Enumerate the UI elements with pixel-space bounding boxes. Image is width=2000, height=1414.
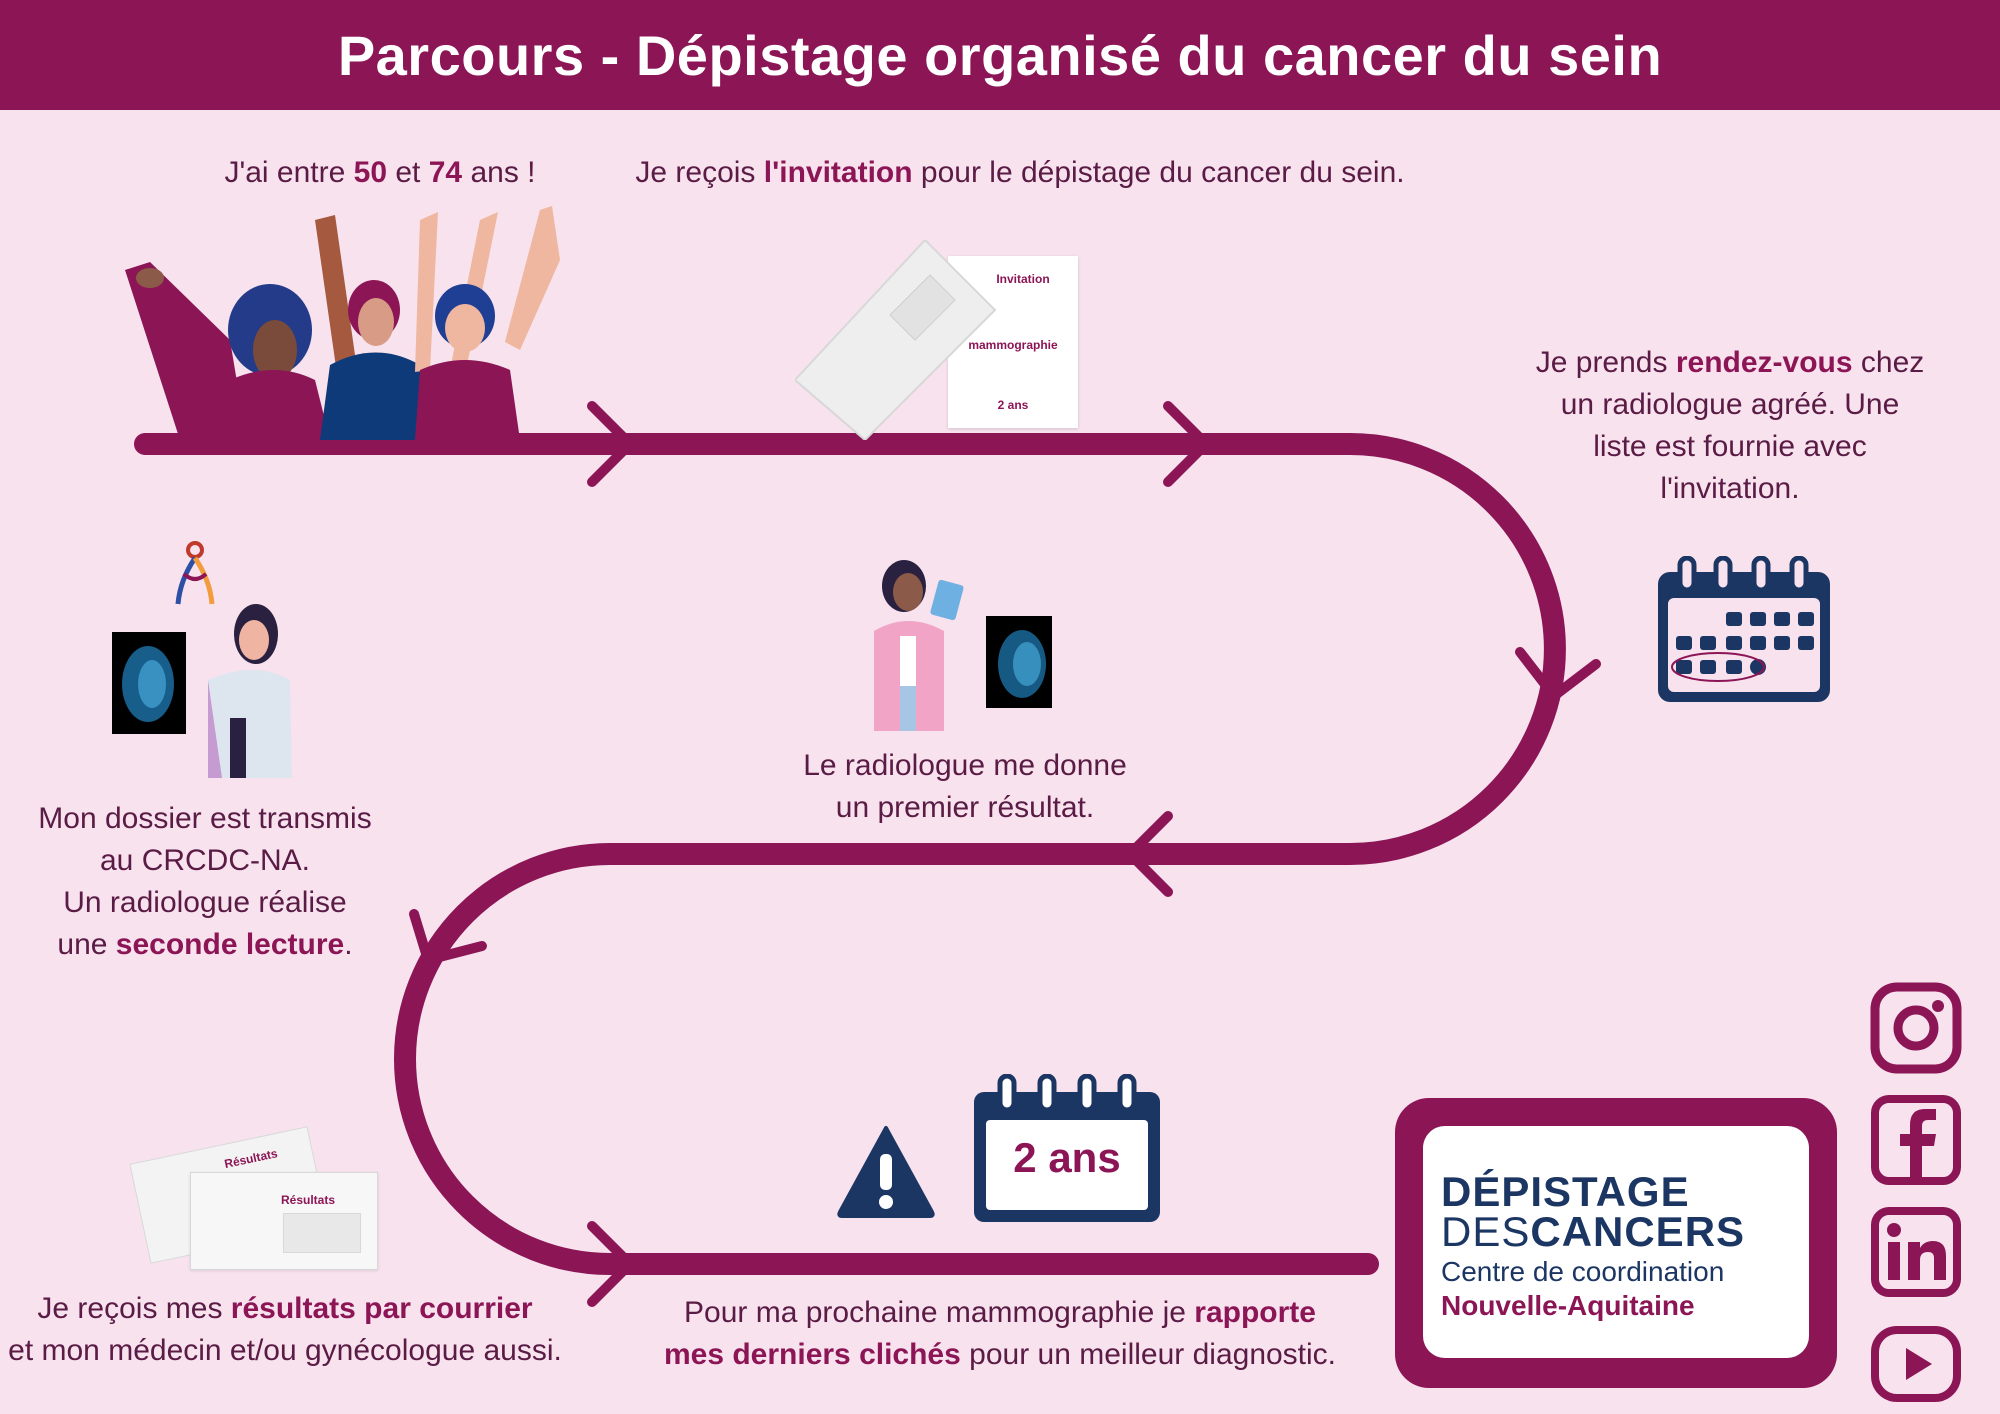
doctor-with-mammogram-illustration bbox=[112, 604, 292, 778]
arrow-down-right bbox=[1515, 647, 1601, 703]
first-result-line-2: un premier résultat. bbox=[835, 791, 1095, 824]
arrow-down-left bbox=[409, 909, 487, 967]
second-reading-line-2: au CRCDC-NA. bbox=[99, 844, 311, 877]
warning-icon bbox=[837, 1126, 935, 1218]
arrow-left bbox=[1122, 811, 1173, 897]
first-result-text: Le radiologue me donne un premier résult… bbox=[780, 745, 1150, 829]
arrow-right-3 bbox=[587, 1221, 638, 1307]
calendar-2-ans-label: 2 ans bbox=[1013, 1134, 1121, 1181]
second-reading-text: Mon dossier est transmis au CRCDC-NA. Un… bbox=[30, 798, 380, 966]
calendar-2-ans: 2 ans bbox=[972, 1074, 1162, 1224]
second-reading-line-3: Un radiologue réalise bbox=[63, 886, 347, 919]
youtube-icon[interactable] bbox=[1870, 1318, 1962, 1410]
facebook-icon[interactable] bbox=[1870, 1094, 1962, 1186]
logo-line-2: DESCANCERS bbox=[1441, 1208, 1746, 1255]
envelope-icon bbox=[795, 240, 997, 440]
next-mammography-text: Pour ma prochaine mammographie je rappor… bbox=[660, 1292, 1340, 1376]
arrow-right-2 bbox=[1163, 401, 1214, 487]
header-banner: Parcours - Dépistage organisé du cancer … bbox=[0, 0, 2000, 110]
logo-frame: DÉPISTAGE DESCANCERS Centre de coordinat… bbox=[1395, 1098, 1837, 1388]
page-title: Parcours - Dépistage organisé du cancer … bbox=[337, 23, 1663, 87]
letter-line-2: mammographie bbox=[968, 338, 1058, 352]
radiologist-illustration bbox=[874, 560, 1052, 731]
instagram-icon[interactable] bbox=[1870, 982, 1962, 1074]
first-result-line-1: Le radiologue me donne bbox=[803, 749, 1127, 782]
second-reading-line-1: Mon dossier est transmis bbox=[38, 802, 372, 835]
calendar-icon bbox=[1658, 556, 1830, 702]
ribbon-icon bbox=[175, 541, 215, 605]
logo-line-3: Centre de coordination bbox=[1441, 1256, 1725, 1287]
logo-line-4: Nouvelle-Aquitaine bbox=[1441, 1290, 1695, 1321]
letter-line-1: Invitation bbox=[996, 272, 1050, 286]
results-envelope-front-label: Résultats bbox=[281, 1193, 336, 1207]
calendar-2-ans-icon bbox=[974, 1074, 1160, 1222]
age-text: J'ai entre 50 et 74 ans ! bbox=[224, 156, 536, 189]
results-line-1: Je reçois mes résultats par courrier bbox=[37, 1292, 533, 1325]
results-line-2: et mon médecin et/ou gynécologue aussi. bbox=[8, 1334, 562, 1367]
invitation-text: Je reçois l'invitation pour le dépistage… bbox=[635, 156, 1405, 189]
next-line-1: Pour ma prochaine mammographie je rappor… bbox=[684, 1296, 1316, 1329]
women-celebrating-illustration bbox=[125, 206, 560, 440]
results-envelope-front: Résultats bbox=[190, 1172, 378, 1270]
next-line-2: mes derniers clichés pour un meilleur di… bbox=[663, 1338, 1337, 1371]
second-reading-line-4: une seconde lecture. bbox=[57, 928, 353, 961]
logo-panel bbox=[1423, 1126, 1809, 1358]
linkedin-icon[interactable] bbox=[1870, 1206, 1962, 1298]
logo-line-1: DÉPISTAGE bbox=[1441, 1168, 1690, 1215]
letter-line-3: 2 ans bbox=[997, 398, 1029, 412]
results-text: Je reçois mes résultats par courrier et … bbox=[0, 1288, 570, 1372]
rdv-text: Je prends rendez-vous chez un radiologue… bbox=[1535, 346, 1925, 505]
envelope-window bbox=[283, 1213, 361, 1253]
arrow-right-1 bbox=[587, 401, 638, 487]
results-envelope-back-label: Résultats bbox=[223, 1146, 279, 1172]
